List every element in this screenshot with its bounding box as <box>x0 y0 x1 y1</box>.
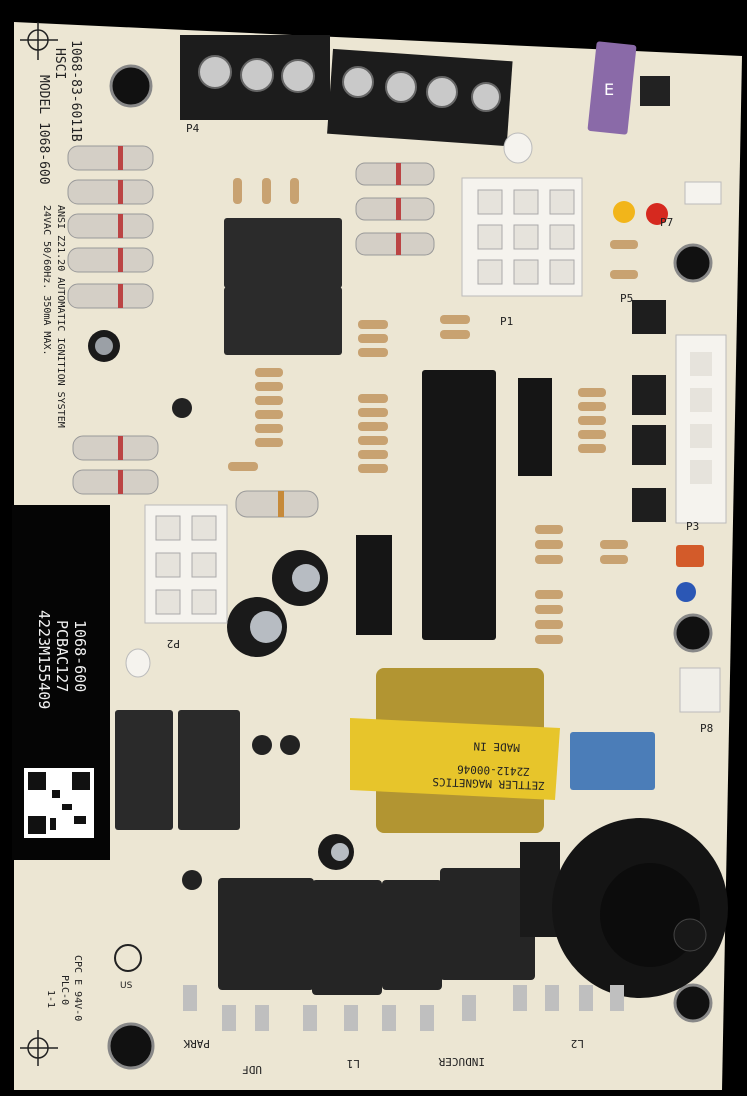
relays-k1-k2 <box>224 218 342 355</box>
us-mark: US <box>120 981 133 991</box>
label-p8: P8 <box>700 722 713 735</box>
header-labels: P4 P1 P2 P5 P7 P8 P3 <box>167 122 714 735</box>
transformer-line-2: Z2412-00046 <box>457 762 530 778</box>
small-resistors <box>228 178 638 644</box>
label-p1: P1 <box>500 315 513 328</box>
terminal-l1: L1 <box>347 1057 360 1070</box>
fiducial-marks <box>20 22 58 1066</box>
cert-line-2: PLC-0 <box>59 975 70 1005</box>
label-block-text: 1068-600 PCBAC127 4223M155409 <box>35 610 89 709</box>
label-p7: P7 <box>660 216 673 229</box>
pressure-switch <box>520 818 728 998</box>
csa-mark <box>114 944 142 972</box>
label-line-2: PCBAC127 <box>53 620 71 692</box>
spade-terminals <box>183 985 624 1031</box>
optocouplers <box>632 300 666 522</box>
silkscreen-model: 1068-83-6011B HSCI MODEL 1068-600 <box>36 40 83 185</box>
terminal-block-p4 <box>180 35 513 147</box>
label-p5: P5 <box>620 292 633 305</box>
label-line-3: 4223M155409 <box>35 610 53 709</box>
label-p4: P4 <box>186 122 200 135</box>
electrolytic-capacitors <box>88 330 354 870</box>
terminal-inducer: INDUCER <box>438 1055 485 1068</box>
model-line-2: HSCI <box>52 48 67 79</box>
connector-p3 <box>675 334 727 524</box>
transformer <box>350 668 560 833</box>
fuse <box>587 41 637 135</box>
cert-line-3: 1-1 <box>45 990 56 1008</box>
status-leds <box>613 201 668 225</box>
terminal-l2: L2 <box>571 1037 584 1050</box>
cert-text: CPC E 94V-0 PLC-0 1-1 <box>45 955 83 1021</box>
relays-left <box>115 710 240 830</box>
transformer-line-3: MADE IN <box>473 739 520 754</box>
model-line-1: 1068-83-6011B <box>68 40 83 142</box>
mounting-holes <box>107 64 713 1070</box>
bottom-terminal-labels: PARK UDF L1 INDUCER L2 <box>183 1037 584 1076</box>
silkscreen-ansi: ANSI Z21.20 AUTOMATIC IGNITION SYSTEM 24… <box>41 205 66 428</box>
microcontroller-ic <box>356 370 552 640</box>
ansi-line-1: ANSI Z21.20 AUTOMATIC IGNITION SYSTEM <box>55 205 66 428</box>
transformer-line-1: ZETTLER MAGNETICS <box>432 775 545 792</box>
cert-line-1: CPC E 94V-0 <box>72 955 83 1021</box>
fuse-label: E <box>604 80 614 99</box>
connector-p1 <box>461 177 583 297</box>
film-capacitor <box>570 732 655 790</box>
label-line-1: 1068-600 <box>71 620 89 692</box>
connector-p2 <box>144 504 228 624</box>
misc-parts <box>125 76 722 890</box>
bottom-relays <box>218 868 535 995</box>
power-resistors <box>67 145 435 518</box>
terminal-udf: UDF <box>242 1063 262 1076</box>
ansi-line-2: 24VAC 50/60Hz. 350mA MAX. <box>41 205 52 356</box>
resistor-bands <box>118 146 401 517</box>
label-p2: P2 <box>167 637 180 650</box>
label-p3: P3 <box>686 520 699 533</box>
terminal-park: PARK <box>183 1037 210 1050</box>
qr-code <box>24 768 94 838</box>
model-line-3: MODEL 1068-600 <box>36 75 51 185</box>
transformer-text: ZETTLER MAGNETICS Z2412-00046 MADE IN <box>432 739 545 792</box>
